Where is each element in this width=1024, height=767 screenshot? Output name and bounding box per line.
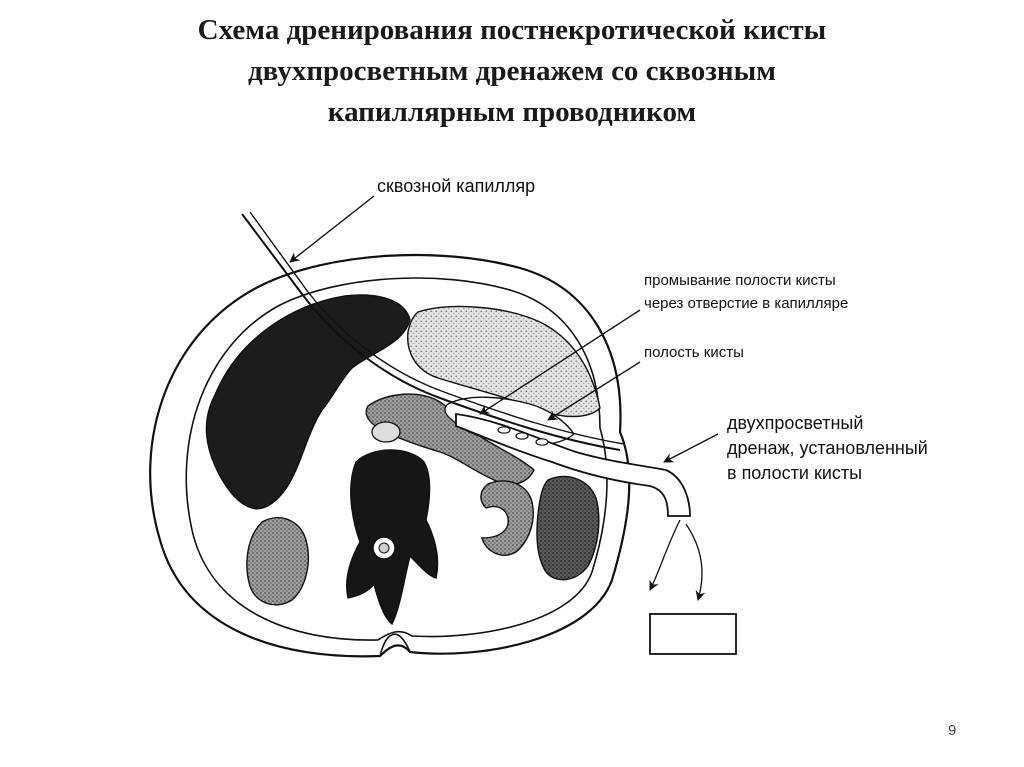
title-line-2: двухпросветным дренажем со сквозным	[247, 55, 776, 87]
right-kidney	[246, 517, 309, 606]
title-line-1: Схема дренирования постнекротической кис…	[197, 14, 827, 46]
label-drain-line-1: двухпросветный	[727, 413, 864, 433]
pointer-drain	[663, 433, 719, 463]
drain-side-hole	[497, 426, 511, 434]
label-through-capillary: сквозной капилляр	[377, 176, 536, 196]
label-cyst-flushing: промывание полости кисты через отверстие…	[644, 269, 848, 315]
collector-container	[649, 613, 737, 655]
drain-side-hole	[515, 432, 529, 440]
slide-title: Схема дренирования постнекротической кис…	[112, 10, 912, 133]
label-cyst-cavity: полость кисты	[644, 344, 744, 361]
through-capillary-upper	[241, 213, 303, 295]
spinal-cord	[378, 542, 390, 554]
aorta	[371, 421, 401, 443]
page-number: 9	[948, 722, 957, 739]
pointer-flushing	[479, 309, 641, 415]
label-cyst-flushing-line-2: через отверстие в капилляре	[644, 295, 849, 312]
title-line-3: капиллярным проводником	[327, 96, 697, 128]
drain-side-hole	[535, 438, 549, 446]
label-drain-line-2: дренаж, установленный	[727, 438, 928, 458]
pointer-cavity	[547, 361, 641, 421]
outflow-arrow	[685, 523, 706, 601]
label-cyst-flushing-line-1: промывание полости кисты	[644, 272, 836, 289]
intestine-loop	[480, 480, 534, 556]
vertebra	[346, 449, 439, 626]
dorsal-notch	[379, 633, 411, 657]
label-double-lumen-drain: двухпросветный дренаж, установленный в п…	[727, 411, 928, 486]
double-lumen-drain	[455, 412, 691, 517]
label-drain-line-3: в полости кисты	[727, 463, 863, 483]
liver	[205, 294, 411, 510]
pointer-capillary	[289, 195, 375, 263]
flush-flow-arrow	[649, 519, 681, 591]
through-capillary-upper-2	[249, 211, 309, 293]
body-inner-contour	[185, 277, 608, 641]
left-kidney	[536, 475, 600, 581]
through-capillary-body	[301, 293, 621, 451]
through-capillary-body-2	[307, 291, 625, 445]
